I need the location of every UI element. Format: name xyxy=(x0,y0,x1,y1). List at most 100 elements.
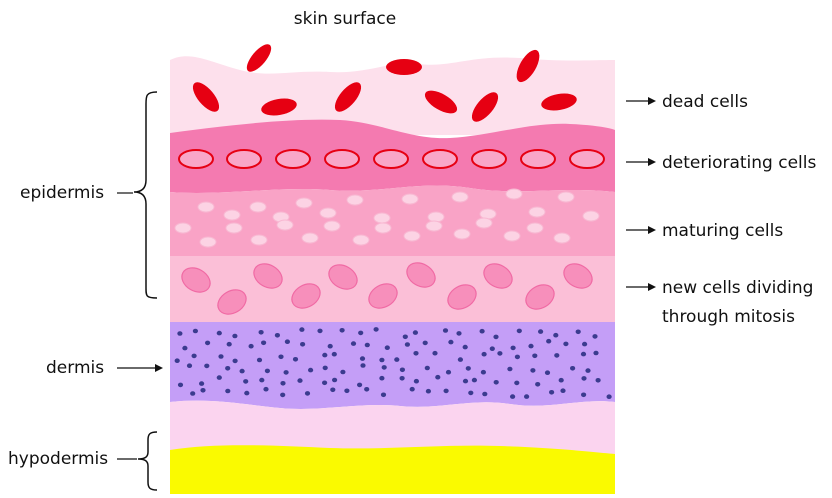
dermis-dot xyxy=(328,344,333,349)
deteriorating-cell xyxy=(472,150,506,168)
dermis-dot xyxy=(514,381,519,386)
dermis-dot xyxy=(530,368,535,373)
dermis-dot xyxy=(524,394,529,399)
dermis-dot xyxy=(225,366,230,371)
dermis-dot xyxy=(360,363,365,368)
deteriorating-cell xyxy=(179,150,213,168)
maturing-cell xyxy=(426,221,442,231)
dermis-dot xyxy=(535,382,540,387)
maturing-cell xyxy=(529,207,545,217)
maturing-cell xyxy=(374,213,390,223)
dermis-dot xyxy=(351,341,356,346)
maturing-cells-arrowhead xyxy=(648,226,656,234)
dermis-dot xyxy=(446,370,451,375)
dermis-dot xyxy=(332,352,337,357)
dermis-dot xyxy=(280,381,285,386)
maturing-cell xyxy=(558,192,574,202)
dermis-dot xyxy=(463,379,468,384)
deteriorating-cells-group xyxy=(179,150,604,168)
dead-cell xyxy=(386,59,422,75)
dermis-dot xyxy=(332,378,337,383)
hypodermis-fat-layer xyxy=(170,445,615,494)
dermis-dot xyxy=(607,394,612,399)
dermis-dot xyxy=(426,389,431,394)
dermis-dot xyxy=(244,391,249,396)
dermis-dot xyxy=(285,339,290,344)
dermis-dot xyxy=(490,346,495,351)
deteriorating-cell xyxy=(423,150,457,168)
dermis-dot xyxy=(240,369,245,374)
maturing-cell xyxy=(302,233,318,243)
dermis-dot xyxy=(549,390,554,395)
dermis-dot xyxy=(297,378,302,383)
dermis-dot xyxy=(205,341,210,346)
dermis-dot xyxy=(217,331,222,336)
dermis-dot xyxy=(257,358,262,363)
dead-cells-label: dead cells xyxy=(662,92,748,112)
dermis-dot xyxy=(559,378,564,383)
hypodermis-bracket xyxy=(138,432,157,490)
dermis-dot xyxy=(204,364,209,369)
dermis-dot xyxy=(515,355,520,360)
dermis-dot xyxy=(507,367,512,372)
dermis-dot xyxy=(340,328,345,333)
dermis-dot xyxy=(468,391,473,396)
dermis-dot xyxy=(259,378,264,383)
dermis-dot xyxy=(581,376,586,381)
dermis-dot xyxy=(593,351,598,356)
skin-surface-label: skin surface xyxy=(294,9,396,29)
new-cells-arrowhead xyxy=(648,283,656,291)
dermis-dot xyxy=(358,331,363,336)
dermis-label: dermis xyxy=(46,358,104,378)
maturing-cells-layer xyxy=(170,185,615,258)
maturing-cell xyxy=(402,194,418,204)
maturing-cell xyxy=(476,218,492,228)
dermis-dot xyxy=(563,342,568,347)
dermis-dot xyxy=(200,388,205,393)
dermis-dot xyxy=(322,353,327,358)
dermis-dot xyxy=(261,341,266,346)
epidermis-label: epidermis xyxy=(20,183,104,203)
dermis-dot xyxy=(432,351,437,356)
dermis-dot xyxy=(444,389,449,394)
dermis-arrowhead xyxy=(155,364,163,372)
dermis-dot xyxy=(182,346,187,351)
dermis-dot xyxy=(482,352,487,357)
dermis-dot xyxy=(493,335,498,340)
maturing-cell xyxy=(347,195,363,205)
dermis-dot xyxy=(545,370,550,375)
dermis-dot xyxy=(323,366,328,371)
dermis-dot xyxy=(560,388,565,393)
dermis-dot xyxy=(582,342,587,347)
dermis-dot xyxy=(300,342,305,347)
dermis-dot xyxy=(379,376,384,381)
dermis-dot xyxy=(472,378,477,383)
dermis-dot xyxy=(576,330,581,335)
dermis-dot xyxy=(480,329,485,334)
dermis-dot xyxy=(263,387,268,392)
dermis-dot xyxy=(365,343,370,348)
dermis-dot xyxy=(553,333,558,338)
deteriorating-cells-label: deteriorating cells xyxy=(662,153,817,173)
deteriorating-cells-arrowhead xyxy=(648,158,656,166)
dermis-dot xyxy=(425,366,430,371)
maturing-cell xyxy=(251,235,267,245)
dermis-dot xyxy=(448,340,453,345)
maturing-cell xyxy=(224,210,240,220)
dermis-dot xyxy=(528,344,533,349)
dermis-dot xyxy=(330,388,335,393)
dermis-dot xyxy=(259,330,264,335)
maturing-cell xyxy=(554,233,570,243)
dermis-dot xyxy=(585,368,590,373)
dermis-dot xyxy=(517,329,522,334)
dermis-dot xyxy=(218,354,223,359)
dermis-dot xyxy=(554,353,559,358)
dermis-dot xyxy=(192,354,197,359)
dermis-dot xyxy=(193,329,198,334)
dermis-dot xyxy=(374,327,379,332)
dermis-dot xyxy=(233,359,238,364)
dermis-dot xyxy=(232,334,237,339)
dermis-dot xyxy=(357,383,362,388)
maturing-cell xyxy=(504,231,520,241)
